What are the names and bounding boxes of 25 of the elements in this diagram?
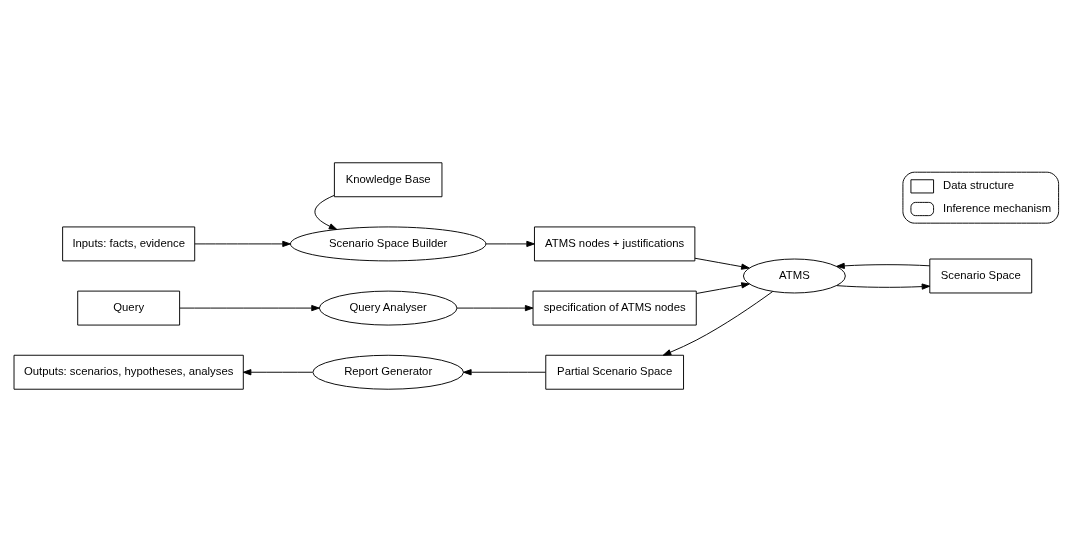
arrow <box>456 304 534 312</box>
arrow <box>485 240 535 248</box>
arrow <box>242 369 314 376</box>
arrow <box>694 257 750 270</box>
node-ellipse: Query Analyser <box>318 290 458 326</box>
arrow <box>179 304 320 312</box>
node-box: Inputs: facts, evidence <box>62 226 196 262</box>
legend-label: Data structure <box>943 179 1015 192</box>
arrow <box>696 282 750 294</box>
node-box: Scenario Space <box>929 258 1033 294</box>
arrow <box>836 283 931 290</box>
node-box: Partial Scenario Space <box>545 354 684 390</box>
node-box: Knowledge Base <box>333 162 443 198</box>
node-ellipse: Scenario Space Builder <box>289 226 487 262</box>
arrow <box>836 262 931 269</box>
arrow <box>194 240 291 248</box>
node-box: Query <box>77 290 181 326</box>
node-box: Outputs: scenarios, hypotheses, analyses <box>13 354 244 390</box>
arrow <box>314 195 338 230</box>
node-box: specification of ATMS nodes <box>532 290 697 326</box>
node-box: ATMS nodes + justifications <box>534 226 696 262</box>
legend-label: Inference mechanism <box>943 201 1052 214</box>
arrow <box>463 369 546 376</box>
arrow <box>662 291 774 356</box>
node-ellipse: Report Generator <box>312 354 464 390</box>
